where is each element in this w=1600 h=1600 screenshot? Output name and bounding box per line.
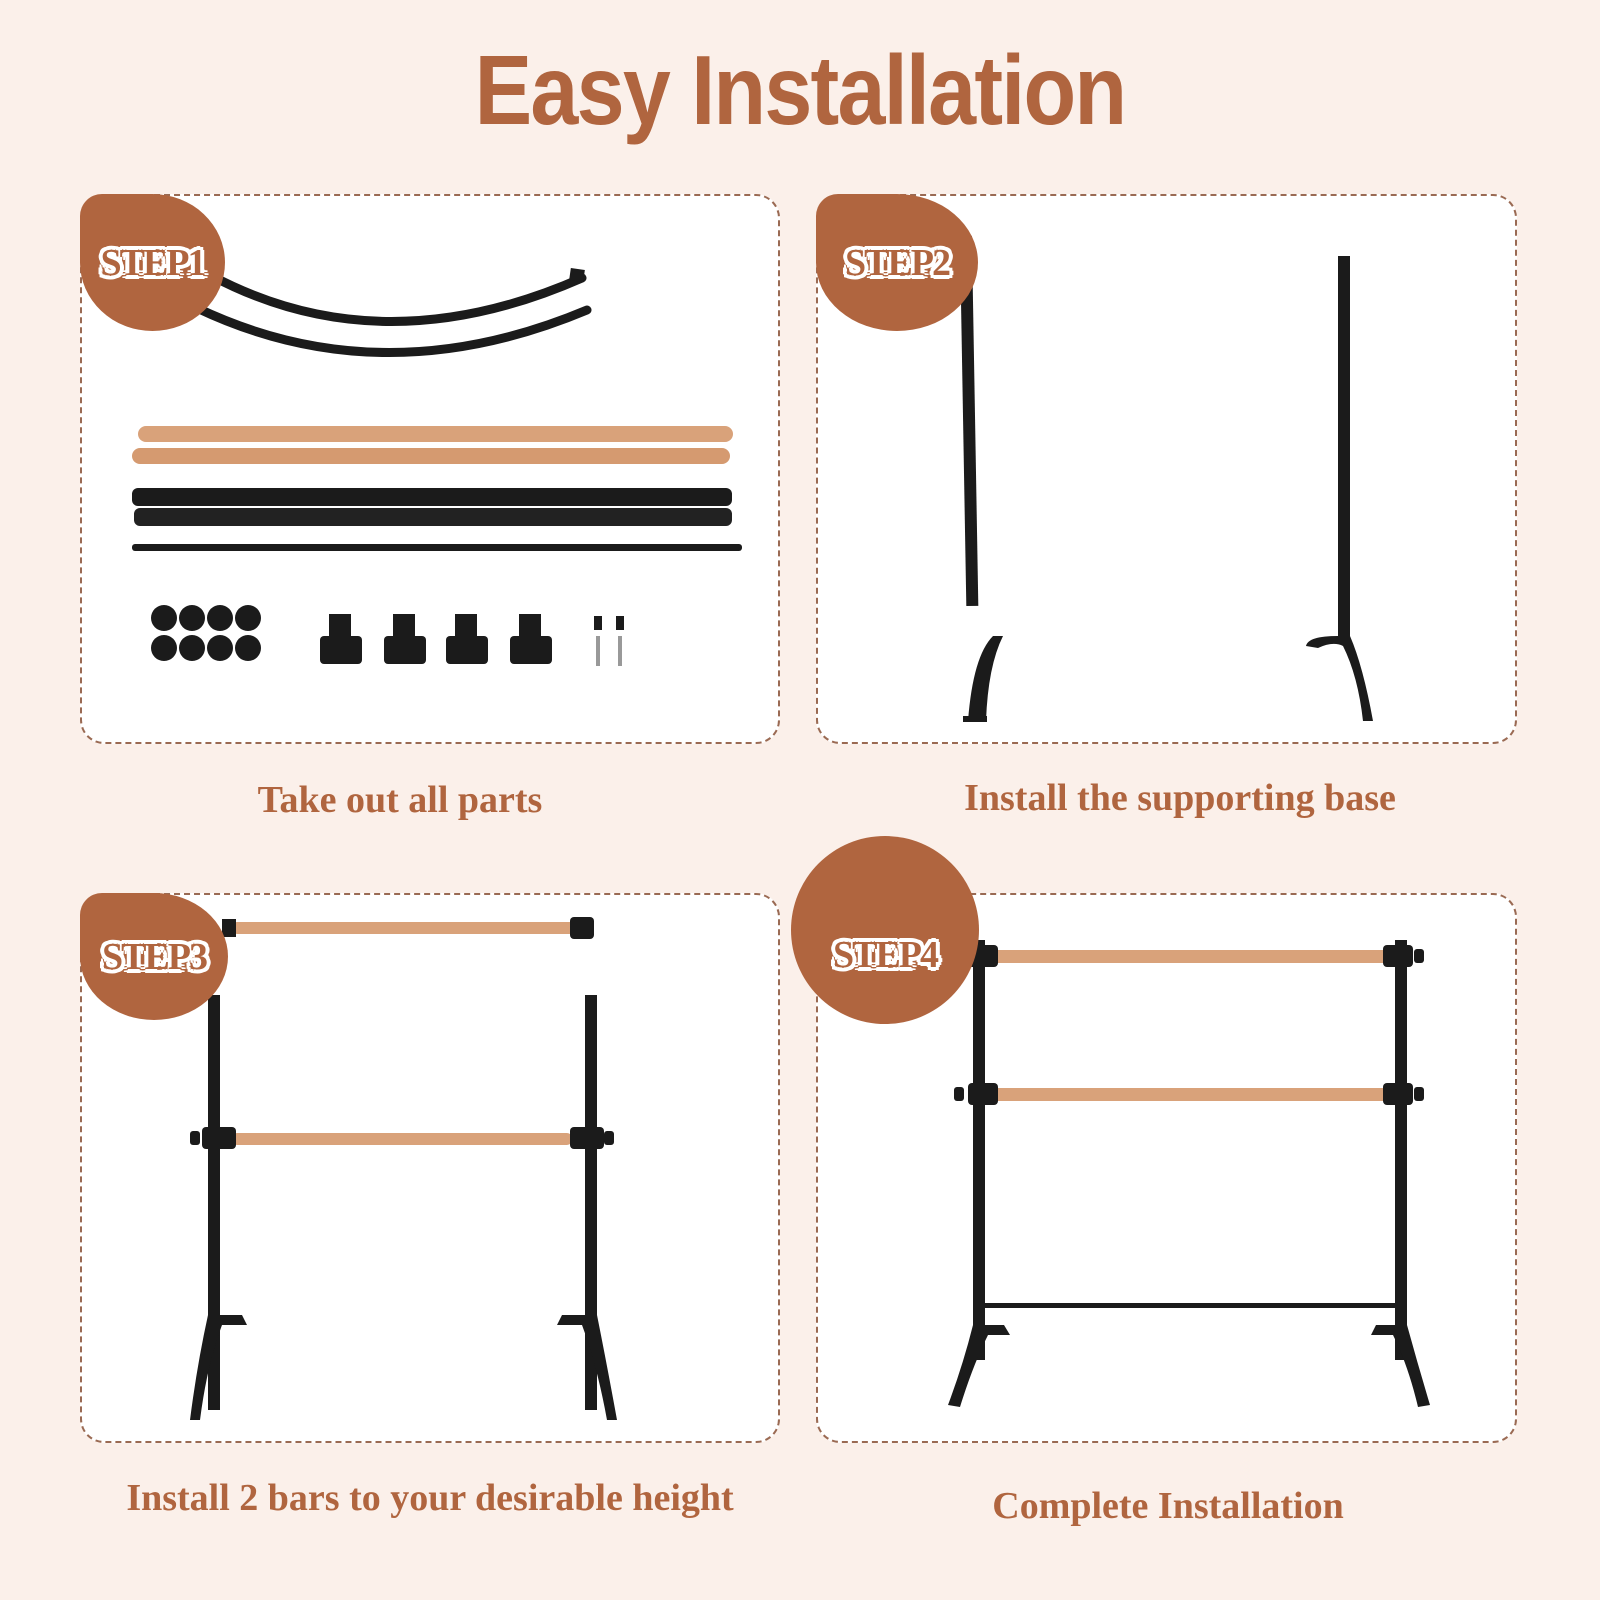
step-3-caption: Install 2 bars to your desirable height (126, 1477, 734, 1519)
step-1-badge: STEP1 (80, 194, 225, 331)
step-4-label: STEP4 (832, 934, 939, 976)
step-3-card: STEP3 (80, 893, 780, 1443)
step-2-label: STEP2 (844, 241, 951, 284)
page-title: Easy Installation (474, 35, 1127, 145)
assembled-barre-icon (948, 940, 1430, 1407)
parts-kit-icon (132, 268, 742, 666)
step-2-badge: STEP2 (816, 194, 978, 331)
step-4-badge: STEP4 (791, 836, 979, 1024)
step-3-label: STEP3 (101, 935, 208, 978)
step-2-card: STEP2 (816, 194, 1517, 744)
step-1-card: STEP1 (80, 194, 780, 744)
step-2-caption: Install the supporting base (964, 777, 1396, 819)
step-1-label: STEP1 (100, 241, 206, 284)
uprights-with-feet-icon (959, 235, 1373, 722)
step-3-badge: STEP3 (80, 893, 228, 1020)
step-1-caption: Take out all parts (257, 779, 543, 821)
bars-attaching-icon (190, 917, 617, 1420)
step-4-caption: Complete Installation (992, 1485, 1344, 1527)
